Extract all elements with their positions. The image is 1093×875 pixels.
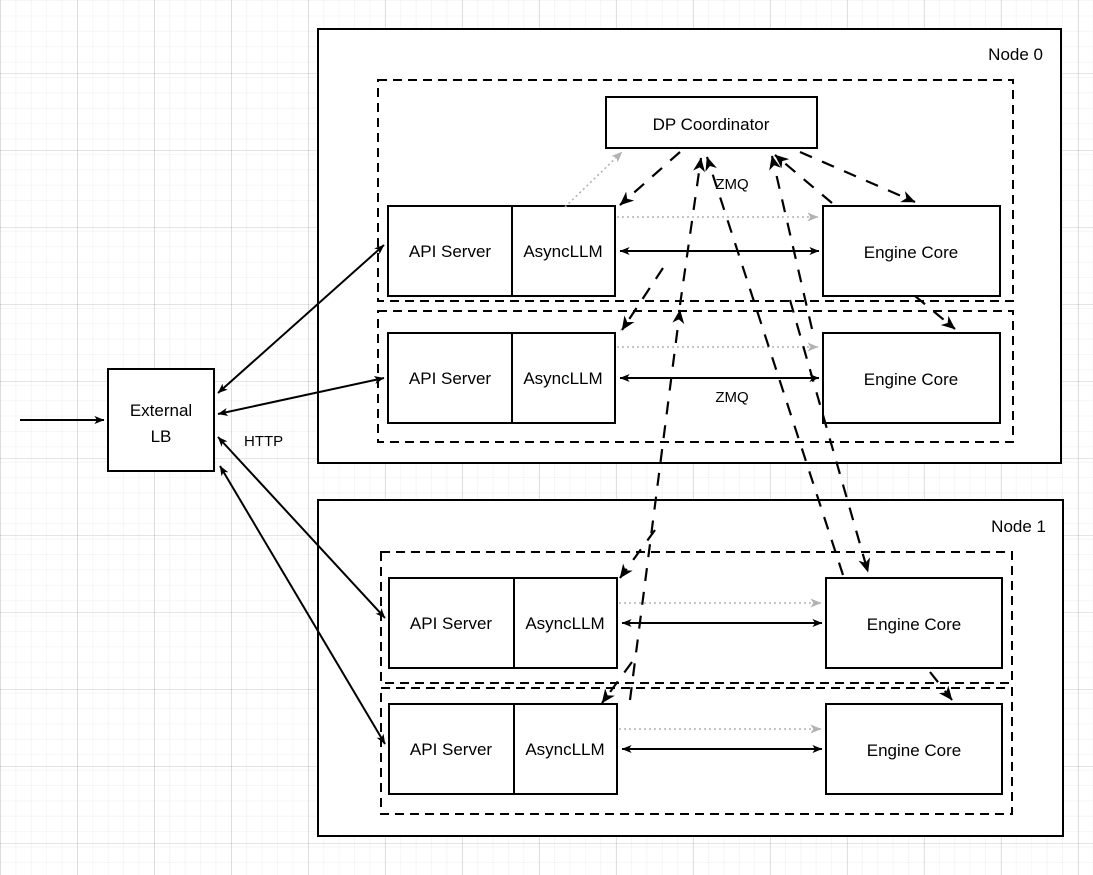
dp-coordinator-label: DP Coordinator <box>653 115 770 134</box>
lb-to-node-1-rank-1-edge <box>219 465 386 745</box>
node-0-rank-1-api-server-box[interactable] <box>387 332 616 424</box>
zmq-label-top: ZMQ <box>715 176 748 193</box>
node-0-rank-0-asyncllm-label: AsyncLLM <box>523 242 602 261</box>
node-0-rank-1-group <box>377 310 1014 443</box>
node-1-rank-0-engine-core-label: Engine Core <box>867 615 962 634</box>
node-0-rank-1-api-server-label: API Server <box>409 369 492 388</box>
node-0-rank-0-engine-to-coordinator-edge <box>774 154 833 204</box>
node-1-rank-1-engine-core-label: Engine Core <box>867 741 962 760</box>
node-1-rank-0-api-server-box[interactable] <box>388 577 618 669</box>
asyncllm-to-coordinator-dotted-edge <box>564 151 623 208</box>
node-0-rank-1-engine-core-box[interactable] <box>822 332 1001 424</box>
node-0-rank-1-asyncllm-label: AsyncLLM <box>523 369 602 388</box>
external-lb-label-line2: LB <box>151 427 172 446</box>
node-1-rank-0-api-server-label: API Server <box>410 614 493 633</box>
external-lb-box[interactable] <box>107 368 215 472</box>
node-0-rank-1-engine-core-label: Engine Core <box>864 370 959 389</box>
http-label: HTTP <box>244 433 283 450</box>
node-1-rank-0-asyncllm-label: AsyncLLM <box>525 614 604 633</box>
external-lb-label-line1: External <box>130 401 192 420</box>
node-1-rank-1-engine-to-coordinator-edge <box>628 309 685 701</box>
lb-to-node-0-rank-1-edge <box>217 376 385 416</box>
dp-coordinator-box[interactable] <box>605 96 818 149</box>
coordinator-to-node-0-rank-1-engine-edge <box>914 295 956 330</box>
lb-to-node-0-rank-0-edge <box>217 244 385 394</box>
coordinator-to-node-1-rank-1-asyncllm-edge <box>601 661 633 704</box>
node-1-rank-1-asyncllm-label: AsyncLLM <box>525 740 604 759</box>
node-1-rank-1-api-server-box[interactable] <box>388 703 618 795</box>
node-1-rank-1-group <box>380 687 1013 815</box>
node-0-rank-0-engine-core-box[interactable] <box>822 205 1001 297</box>
node-1-rank-0-engine-to-coordinator-edge <box>705 156 845 576</box>
coordinator-to-node-0-rank-0-engine-edge <box>799 150 916 204</box>
node-0-rank-0-api-server-label: API Server <box>409 242 492 261</box>
node-0-label: Node 0 <box>988 45 1043 64</box>
node-1-rank-1-engine-core-box[interactable] <box>825 703 1003 795</box>
coordinator-to-node-1-rank-1-engine-edge <box>929 671 953 701</box>
node-0-rank-0-engine-core-label: Engine Core <box>864 243 959 262</box>
node-1-rank-0-engine-core-box[interactable] <box>825 577 1003 669</box>
node-1-label: Node 1 <box>991 517 1046 536</box>
zmq-label-mid: ZMQ <box>715 389 748 406</box>
node-0-rank-0-group <box>377 79 1014 302</box>
node-1-rank-1-api-server-label: API Server <box>410 740 493 759</box>
node-0-rank-0-api-server-box[interactable] <box>387 205 616 297</box>
coordinator-to-node-0-rank-1-asyncllm-edge <box>621 267 664 331</box>
node-1-rank-1-engine-to-coordinator-edge-upper <box>678 157 706 306</box>
coordinator-to-node-1-rank-0-asyncllm-edge <box>619 529 656 579</box>
node-0-rank-1-engine-to-coordinator-edge <box>769 155 814 330</box>
